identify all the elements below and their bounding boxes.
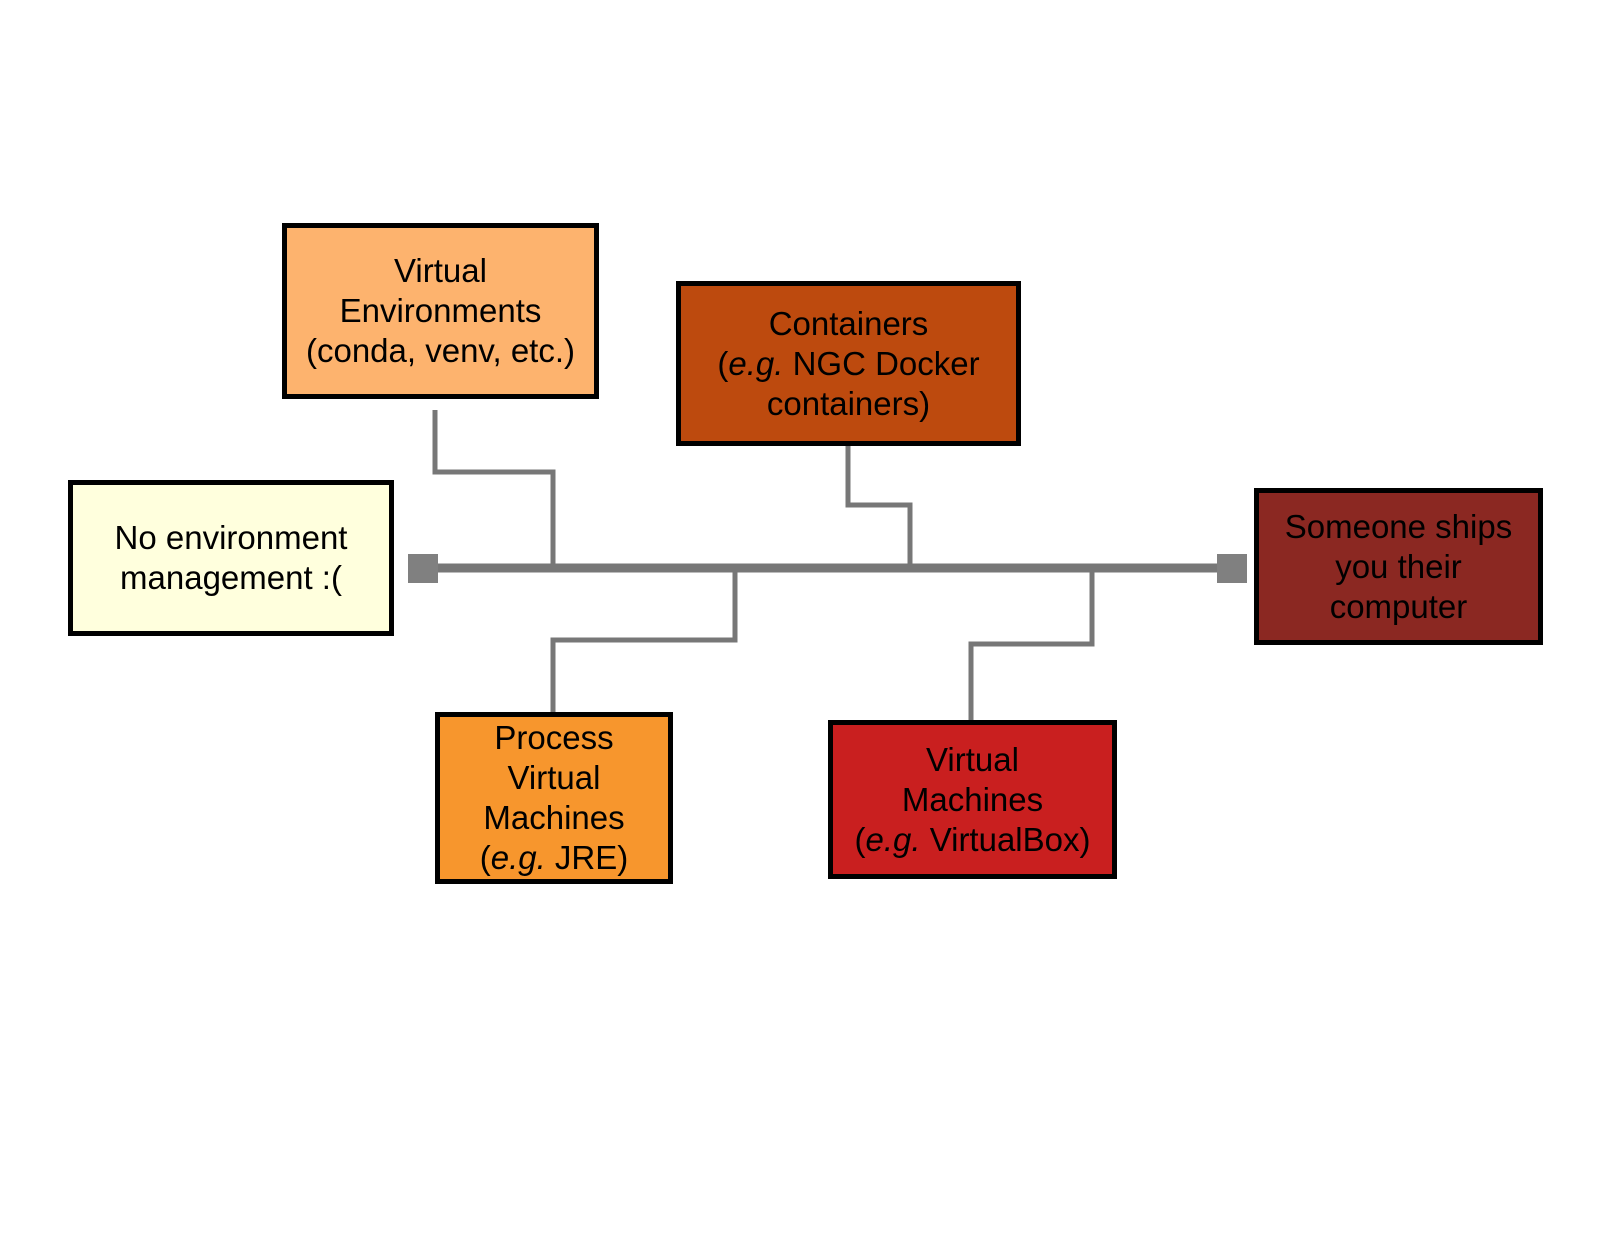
node-no-environment-line: management :( (120, 559, 342, 596)
node-ships-line: Someone ships (1284, 507, 1513, 545)
connector-venv (432, 410, 556, 564)
open-paren: ( (479, 839, 491, 876)
node-vm-line: Machines (901, 780, 1044, 818)
node-ships-line: you their (1335, 547, 1462, 585)
node-process-vm-text: JRE) (545, 839, 629, 876)
node-virtual-machines: Virtual Machines (e.g. VirtualBox) (828, 720, 1117, 879)
node-vm-line: Virtual (926, 740, 1019, 778)
node-process-virtual-machines: Process Virtual Machines (e.g. JRE) (435, 712, 673, 884)
eg-text: e.g. (728, 344, 784, 382)
node-containers: Containers (e.g. NGC Docker containers) (676, 281, 1021, 446)
connector-process-vm (550, 572, 738, 712)
node-containers-line: (e.g. NGC Docker (717, 344, 979, 384)
node-containers-line: containers) (766, 384, 931, 422)
node-process-vm-line: Process (494, 719, 614, 756)
node-virtual-environments-line: Environments (339, 292, 542, 329)
open-paren: ( (717, 344, 729, 382)
node-virtual-environments-line: Virtual (394, 252, 487, 289)
eg-text: e.g. (865, 820, 921, 858)
node-process-vm-line: Machines (483, 799, 625, 836)
connector-containers (845, 446, 913, 564)
open-paren: ( (854, 820, 866, 858)
node-virtual-environments: Virtual Environments (conda, venv, etc.) (282, 223, 599, 399)
node-process-vm-line: Virtual (507, 759, 601, 796)
axis-right-cap (1217, 554, 1247, 583)
node-virtual-environments-line: (conda, venv, etc.) (305, 332, 575, 369)
node-no-environment: No environment management :( (68, 480, 394, 636)
node-no-environment-line: No environment (114, 519, 348, 556)
node-ships-line: computer (1329, 587, 1468, 625)
node-containers-text: NGC Docker (783, 344, 980, 382)
axis-left-cap (408, 554, 438, 583)
node-vm-line: (e.g. VirtualBox) (854, 820, 1090, 860)
node-someone-ships-computer: Someone ships you their computer (1254, 488, 1543, 645)
node-process-vm-line: (e.g. JRE) (480, 838, 629, 878)
connector-vm (968, 572, 1095, 720)
node-containers-line: Containers (768, 304, 929, 342)
eg-text: e.g. (490, 839, 546, 876)
node-vm-text: VirtualBox) (920, 820, 1091, 858)
